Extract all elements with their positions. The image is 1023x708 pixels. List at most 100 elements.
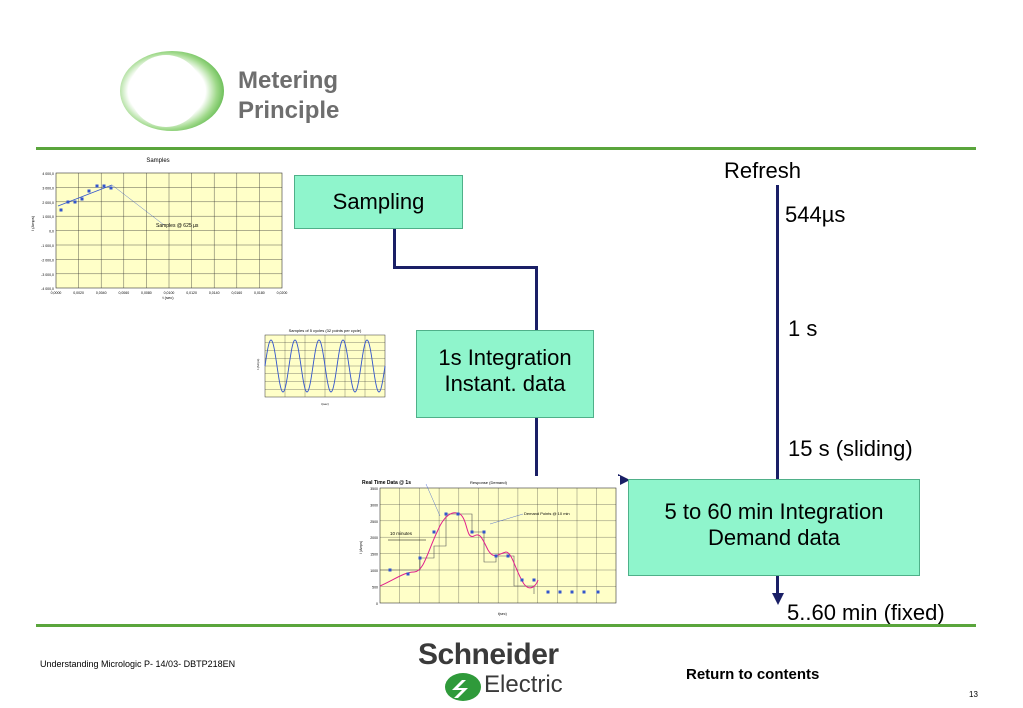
demand-point [406,572,410,576]
demand-point [494,554,498,558]
demand-legend: Response (Demand) [470,480,508,485]
sample-point [73,200,77,204]
demand-chart: Real Time Data @ 1s Response (Demand) De… [348,476,620,616]
demand-point [520,578,524,582]
header-circle-decoration [116,50,224,132]
demand-ytick: 1500 [370,553,378,557]
demand-label-line1: 5 to 60 min Integration [664,499,884,524]
integration-box: 1s Integration Instant. data [416,330,594,418]
arrow-down-icon [772,593,784,605]
refresh-5-60min: 5..60 min (fixed) [787,600,945,625]
logo-subword: Electric [484,671,563,698]
sample-point [80,197,84,201]
timeline-line [776,185,779,597]
demand-interval-label: 10 minutes [390,531,413,536]
demand-point [482,530,486,534]
samples-xtick: 0,0120 [186,291,197,295]
demand-point [558,590,562,594]
demand-point [546,590,550,594]
document-reference: Understanding Micrologic P- 14/03- DBTP2… [40,659,236,669]
sampling-box: Sampling [294,175,463,229]
schneider-electric-logo: Schneider Electric [418,638,588,704]
demand-ytick: 3000 [370,503,378,507]
samples-xtick: 0,0140 [209,291,220,295]
page-title-line2: Principle [238,97,340,124]
demand-point [456,512,460,516]
demand-point [532,578,536,582]
demand-point [596,590,600,594]
demand-ytick: 2500 [370,520,378,524]
page-title: Metering Principle [238,66,339,126]
samples-xtick: 0,0180 [254,291,265,295]
samples-ytick: -2 000,0 [41,258,54,262]
samples-xtick: 0,0060 [118,291,129,295]
samples-ytick: 0,0 [49,230,54,234]
samples-ytick: 3 000,0 [42,186,54,190]
cycles-chart-title: Samples of 5 cycles (32 points per cycle… [289,328,362,333]
demand-point [582,590,586,594]
return-to-contents-link[interactable]: Return to contents [686,666,820,683]
cycles-xlabel: t(sec) [321,402,329,406]
samples-xtick: 0,0020 [73,291,84,295]
refresh-1s: 1 s [788,316,818,341]
samples-xtick: 0,0000 [51,291,62,295]
demand-point [506,554,510,558]
logo-wordmark: Schneider [418,638,559,671]
sample-point [109,186,113,190]
sample-point [87,189,91,193]
page-title-line1: Metering [238,67,339,94]
demand-label-line2: Demand data [707,525,841,550]
demand-annotation: Demand Points @ 10 min [524,511,570,516]
demand-chart-title: Real Time Data @ 1s [362,480,411,486]
schneider-logo-icon [445,673,481,701]
bottom-divider [36,624,976,627]
sample-point [59,208,63,212]
demand-xlabel: t(sec) [498,612,507,616]
demand-point [432,530,436,534]
demand-ytick: 500 [372,585,378,589]
refresh-15s: 15 s (sliding) [788,436,913,461]
demand-ytick: 2000 [370,536,378,540]
samples-ytick: 2 000,0 [42,201,54,205]
cycles-ylabel: I (Amps) [256,359,260,370]
demand-point [470,530,474,534]
samples-xtick: 0,0160 [231,291,242,295]
samples-xtick: 0,0040 [96,291,107,295]
green-circle-icon [120,51,224,131]
cycles-chart: Samples of 5 cycles (32 points per cycle… [255,326,387,406]
connector-line [393,266,537,269]
connector-line [393,228,396,268]
samples-chart-title: Samples [146,158,169,164]
demand-ylabel: I (Amps) [359,541,363,554]
samples-ytick: 1 000,0 [42,215,54,219]
demand-point [388,568,392,572]
demand-ytick: 3500 [370,487,378,491]
refresh-title: Refresh [724,158,802,183]
demand-point [570,590,574,594]
samples-ytick: -3 000,0 [41,273,54,277]
page-number: 13 [969,690,978,699]
demand-box: 5 to 60 min Integration Demand data [628,479,920,576]
sample-point [95,184,99,188]
refresh-544us: 544µs [785,202,846,227]
sample-point [66,200,70,204]
samples-ytick: 4 000,0 [42,172,54,176]
arrow-right-icon [618,474,630,486]
samples-xtick: 0,0080 [141,291,152,295]
samples-annotation: Samples @ 625 µs [156,223,199,229]
integration-label-line1: 1s Integration [438,345,572,370]
integration-label-line2: Instant. data [444,371,566,396]
samples-ylabel: I (Amps) [30,215,35,231]
samples-xtick: 0,0100 [164,291,175,295]
demand-ytick: 0 [376,602,378,606]
sampling-label: Sampling [332,189,425,214]
samples-ytick: -4 000,0 [41,287,54,291]
sample-point [102,184,106,188]
samples-chart: Samples Samples @ 625 µs t (sec) I (Amps… [28,153,288,301]
demand-point [444,512,448,516]
samples-xlabel: t (sec) [162,295,174,300]
demand-ytick: 1000 [370,569,378,573]
samples-ytick: -1 000,0 [41,244,54,248]
top-divider [36,147,976,150]
samples-xtick: 0,0200 [277,291,288,295]
